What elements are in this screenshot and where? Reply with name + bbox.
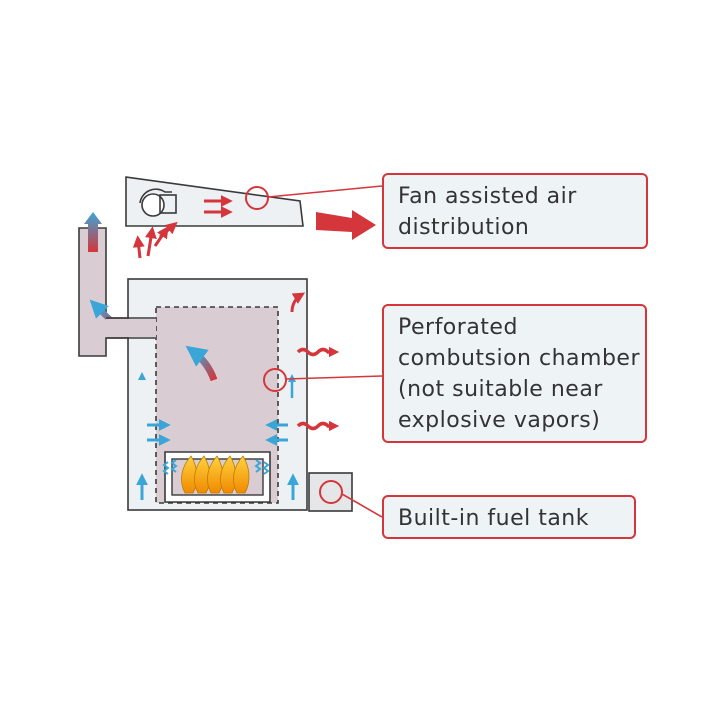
callout-tank-line-1: Built-in fuel tank [398,506,589,531]
tank-callout-line [341,493,383,518]
fan-icon [141,193,165,217]
fan-outlet [159,194,177,214]
callout-chamber-line-4: explosive vapors) [398,408,601,433]
chamber-callout-line [285,375,383,380]
callout-fan-assisted-air: Fan assisted air distribution [382,173,648,249]
flame-icon [181,455,250,494]
fan-intake-arrows-icon [132,221,178,259]
intake-air-arrows-icon [136,419,299,500]
callout-fuel-tank: Built-in fuel tank [382,495,636,539]
callout-chamber-line-2: combutsion chamber [398,346,640,371]
fan-scroll [139,188,172,204]
callout-fan-line-1: Fan assisted air [398,184,577,209]
callout-chamber-line-3: (not suitable near [398,377,603,402]
upper-heat-arrow-icon [290,292,306,313]
fan-callout-marker [245,186,269,210]
rising-air-arrows-icon [138,372,296,398]
chamber-to-chimney-duct [106,319,156,337]
fuel-tank [308,472,353,512]
tank-callout-marker [319,480,343,504]
fan-callout-line [267,185,383,198]
air-distribution-arrow-icon [316,210,376,240]
callout-fan-line-2: distribution [398,215,530,240]
heat-wave-icons [162,459,270,475]
chamber-circulation-arrow-icon [185,345,218,382]
exhaust-up-arrow-icon [84,212,102,252]
fan-airflow-arrows-icon [204,195,233,218]
callout-chamber-line-1: Perforated [398,315,518,340]
radiant-heat-arrows-icon [296,346,340,432]
callout-perforated-chamber: Perforated combutsion chamber (not suita… [382,304,647,443]
chamber-callout-marker [263,368,287,392]
